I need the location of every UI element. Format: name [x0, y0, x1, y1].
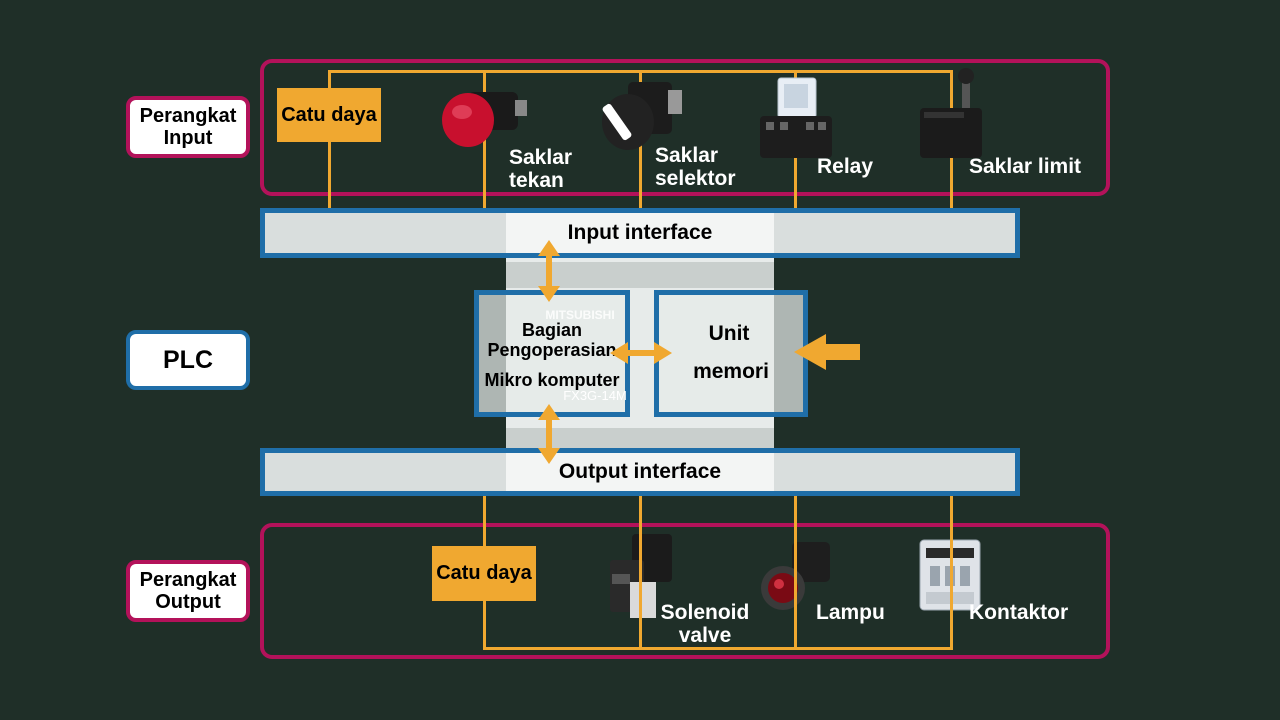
input-devices-label: Perangkat Input [126, 96, 250, 158]
solenoid-valve-label: Solenoid valve [660, 601, 750, 647]
input-wire-3 [639, 70, 642, 210]
cpu-label: Bagian Pengoperasian Mikro komputer [484, 320, 620, 390]
output-wire-3 [794, 496, 797, 650]
plc-input-terminal-strip [506, 262, 774, 288]
memory-box [654, 290, 808, 417]
output-wire-4 [950, 496, 953, 650]
input-wire-5 [950, 70, 953, 210]
limit-switch-label: Saklar limit [969, 155, 1082, 178]
input-power-supply: Catu daya [277, 88, 381, 142]
input-wire-4 [794, 70, 797, 210]
input-wire-2 [483, 70, 486, 210]
input-interface-label: Input interface [567, 221, 713, 244]
relay-label: Relay [817, 155, 874, 178]
lamp-label: Lampu [816, 601, 885, 624]
memory-label: Unit memori [693, 322, 769, 383]
output-power-supply: Catu daya [432, 546, 536, 601]
output-devices-label: Perangkat Output [126, 560, 250, 622]
push-switch-label: Saklar tekan [509, 146, 573, 192]
output-bus-wire [483, 647, 953, 650]
plc-brand-text: MITSUBISHI [545, 308, 615, 322]
output-wire-2 [639, 496, 642, 650]
plc-label: PLC [126, 330, 250, 390]
selector-switch-label: Saklar selektor [655, 144, 736, 190]
output-devices-group [260, 523, 1110, 659]
contactor-label: Kontaktor [969, 601, 1069, 624]
output-interface-label: Output interface [558, 460, 722, 483]
plc-model-text: FX3G-14M [563, 388, 627, 403]
plc-output-terminal-strip [506, 428, 774, 450]
input-devices-group [260, 59, 1110, 196]
